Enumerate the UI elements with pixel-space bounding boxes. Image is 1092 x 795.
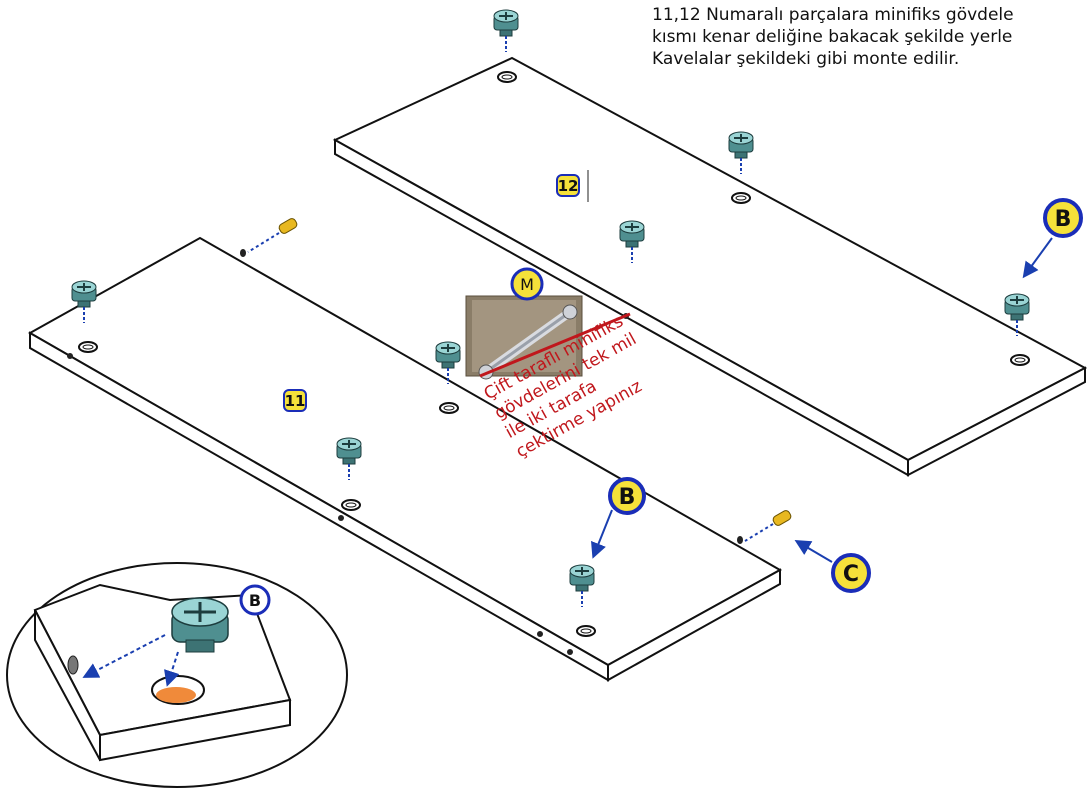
svg-text:B: B <box>249 591 261 610</box>
callout-c: C <box>831 553 871 593</box>
svg-text:11: 11 <box>285 392 306 410</box>
part-label-11: 11 <box>283 389 307 412</box>
detail-edge-hole <box>67 655 79 675</box>
detail-inset: B <box>6 562 348 788</box>
instruction-line-1: 11,12 Numaralı parçalara minifiks gövdel… <box>652 5 1014 25</box>
callout-b-right: B <box>1043 198 1083 238</box>
instruction-line-2: kısmı kenar deliğine bakacak şekilde yer… <box>652 27 1013 47</box>
callout-b-detail: B <box>239 584 271 616</box>
instruction-line-3: Kavelalar şekildeki gibi monte edilir. <box>652 49 960 69</box>
svg-text:C: C <box>843 562 859 587</box>
panel-12 <box>332 56 1088 477</box>
svg-text:M: M <box>520 275 534 294</box>
svg-text:B: B <box>1055 207 1072 232</box>
note-underline <box>479 312 631 378</box>
dowel-right <box>771 508 793 528</box>
assembly-instructions: 11,12 Numaralı parçalara minifiks gövdel… <box>652 4 1092 70</box>
svg-text:B: B <box>619 485 636 510</box>
connector-rod-photo <box>465 295 583 380</box>
dowels <box>247 216 793 542</box>
dowel-left <box>277 216 299 236</box>
part-label-12: 12 <box>556 174 580 197</box>
svg-text:12: 12 <box>558 177 579 195</box>
callout-m: M <box>510 267 544 301</box>
callout-b-center: B <box>608 477 646 515</box>
